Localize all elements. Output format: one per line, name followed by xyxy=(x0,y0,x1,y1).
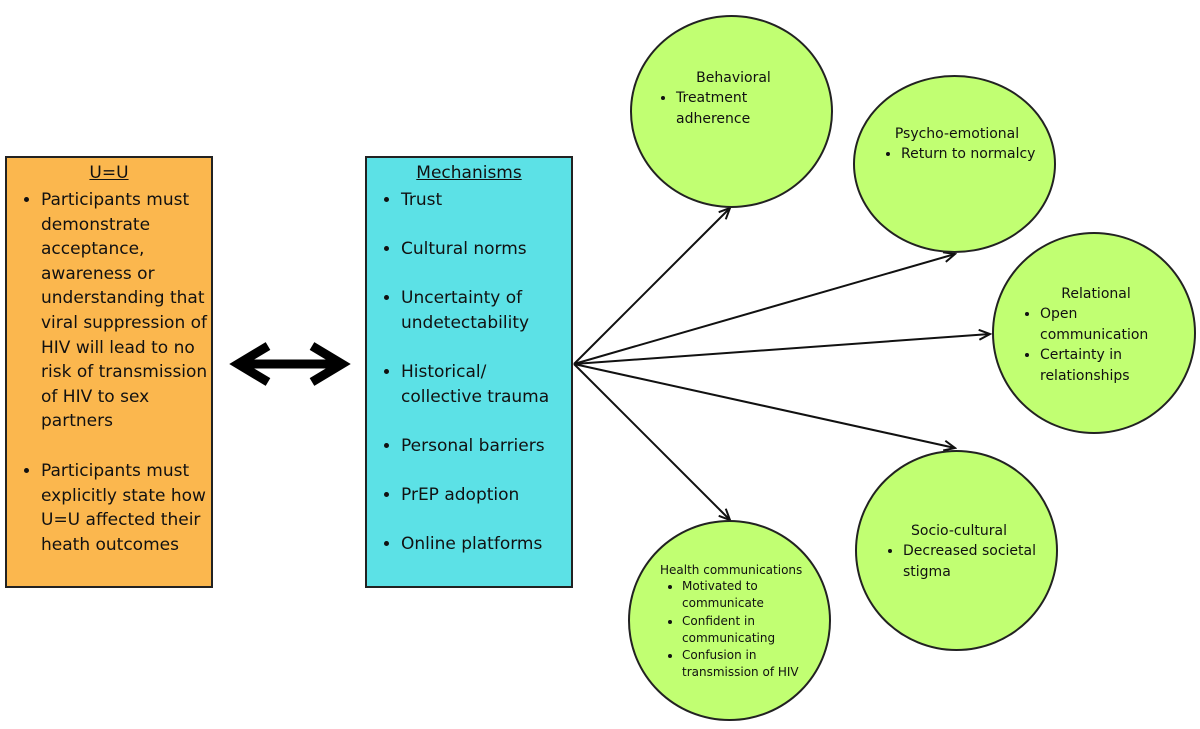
behavioral-outcome-circle: Behavioral Treatment adherence xyxy=(630,15,833,208)
behavioral-list: Treatment adherence xyxy=(642,88,825,129)
socio-cultural-item: Decreased societal stigma xyxy=(903,541,1049,582)
health-communications-title: Health communications xyxy=(660,563,803,577)
mechanism-item: Uncertainty of undetectability xyxy=(401,286,571,335)
relational-outcome-circle: Relational Open communication Certainty … xyxy=(992,232,1196,434)
health-communications-item: Confident in communicating xyxy=(682,613,826,648)
relational-list: Open communication Certainty in relation… xyxy=(1006,304,1186,386)
mechanisms-box-title: Mechanisms xyxy=(416,163,522,183)
double-headed-arrow-icon xyxy=(229,342,351,386)
relational-item: Open communication xyxy=(1040,304,1186,345)
mechanism-item: Trust xyxy=(401,188,571,213)
arrow-to-socio-cultural xyxy=(573,363,955,448)
socio-cultural-list: Decreased societal stigma xyxy=(869,541,1049,582)
health-communications-outcome-circle: Health communications Motivated to commu… xyxy=(628,520,831,721)
arrow-to-psycho-emotional xyxy=(573,254,955,365)
psycho-emotional-title: Psycho-emotional xyxy=(894,126,1020,142)
mechanism-item: Historical/ collective trauma xyxy=(401,360,571,409)
uu-box: U=U Participants must demonstrate accept… xyxy=(5,156,213,588)
relational-item: Certainty in relationships xyxy=(1040,345,1186,386)
arrow-to-health-communications xyxy=(573,363,730,520)
mechanisms-box: Mechanisms Trust Cultural norms Uncertai… xyxy=(365,156,573,588)
mechanism-item: Cultural norms xyxy=(401,237,571,262)
relational-title: Relational xyxy=(1061,286,1131,302)
socio-cultural-title: Socio-cultural xyxy=(911,523,1007,539)
behavioral-item: Treatment adherence xyxy=(676,88,825,129)
uu-criterion: Participants must demonstrate acceptance… xyxy=(41,188,211,434)
psycho-emotional-list: Return to normalcy xyxy=(867,144,1047,165)
uu-criterion: Participants must explicitly state how U… xyxy=(41,459,211,557)
arrow-to-behavioral xyxy=(573,208,730,365)
uu-box-title: U=U xyxy=(89,163,129,183)
psycho-emotional-outcome-circle: Psycho-emotional Return to normalcy xyxy=(853,75,1056,253)
health-communications-item: Confusion in transmission of HIV xyxy=(682,647,826,682)
mechanism-item: Online platforms xyxy=(401,532,571,557)
arrow-to-relational xyxy=(573,334,990,365)
health-communications-list: Motivated to communicate Confident in co… xyxy=(638,578,826,682)
socio-cultural-outcome-circle: Socio-cultural Decreased societal stigma xyxy=(855,450,1058,651)
mechanisms-list: Trust Cultural norms Uncertainty of unde… xyxy=(367,188,571,557)
behavioral-title: Behavioral xyxy=(696,70,771,86)
psycho-emotional-item: Return to normalcy xyxy=(901,144,1047,165)
uu-criteria-list: Participants must demonstrate acceptance… xyxy=(7,188,211,557)
mechanism-item: PrEP adoption xyxy=(401,483,571,508)
health-communications-item: Motivated to communicate xyxy=(682,578,826,613)
mechanism-item: Personal barriers xyxy=(401,434,571,459)
